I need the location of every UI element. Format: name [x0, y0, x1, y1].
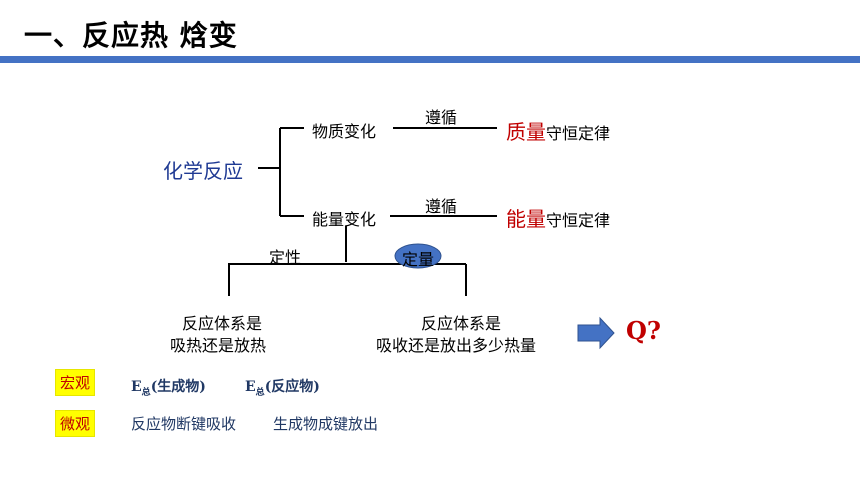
- root-label: 化学反应: [163, 159, 243, 183]
- title-underline-bar: [0, 56, 860, 63]
- macro-tag: 宏观: [55, 369, 96, 396]
- mass-law-suffix: 守恒定律: [546, 124, 611, 143]
- matter-change-label: 物质变化: [312, 122, 377, 141]
- page-title: 一、反应热 焓变: [24, 19, 238, 52]
- left-box-line2: 吸热还是放热: [170, 336, 267, 355]
- mass-conservation-law: 质量守恒定律: [506, 116, 610, 145]
- follows-top-label: 遵循: [425, 108, 458, 127]
- energy-highlight: 能量: [506, 207, 546, 231]
- follows-bottom-label: 遵循: [425, 197, 458, 216]
- e-total-reactants: E总(反应物): [245, 379, 320, 398]
- micro-text-bond-breaking: 反应物断键吸收: [131, 415, 237, 433]
- qualitative-label: 定性: [269, 248, 302, 267]
- energy-law-suffix: 守恒定律: [546, 211, 611, 230]
- mass-highlight: 质量: [506, 120, 546, 144]
- right-box-line2: 吸收还是放出多少热量: [376, 336, 537, 355]
- e-total-products: E总(生成物): [131, 379, 206, 398]
- micro-text-bond-forming: 生成物成键放出: [273, 415, 379, 433]
- quantitative-label: 定量: [402, 250, 435, 269]
- energy-conservation-law: 能量守恒定律: [506, 203, 610, 232]
- micro-tag: 微观: [55, 410, 96, 437]
- quantitative-oval: [394, 243, 442, 269]
- left-box-line1: 反应体系是: [182, 314, 263, 333]
- right-box-line1: 反应体系是: [421, 314, 502, 333]
- q-label: Q?: [626, 316, 661, 345]
- right-arrow-icon: [577, 316, 615, 350]
- energy-change-label: 能量变化: [312, 210, 377, 229]
